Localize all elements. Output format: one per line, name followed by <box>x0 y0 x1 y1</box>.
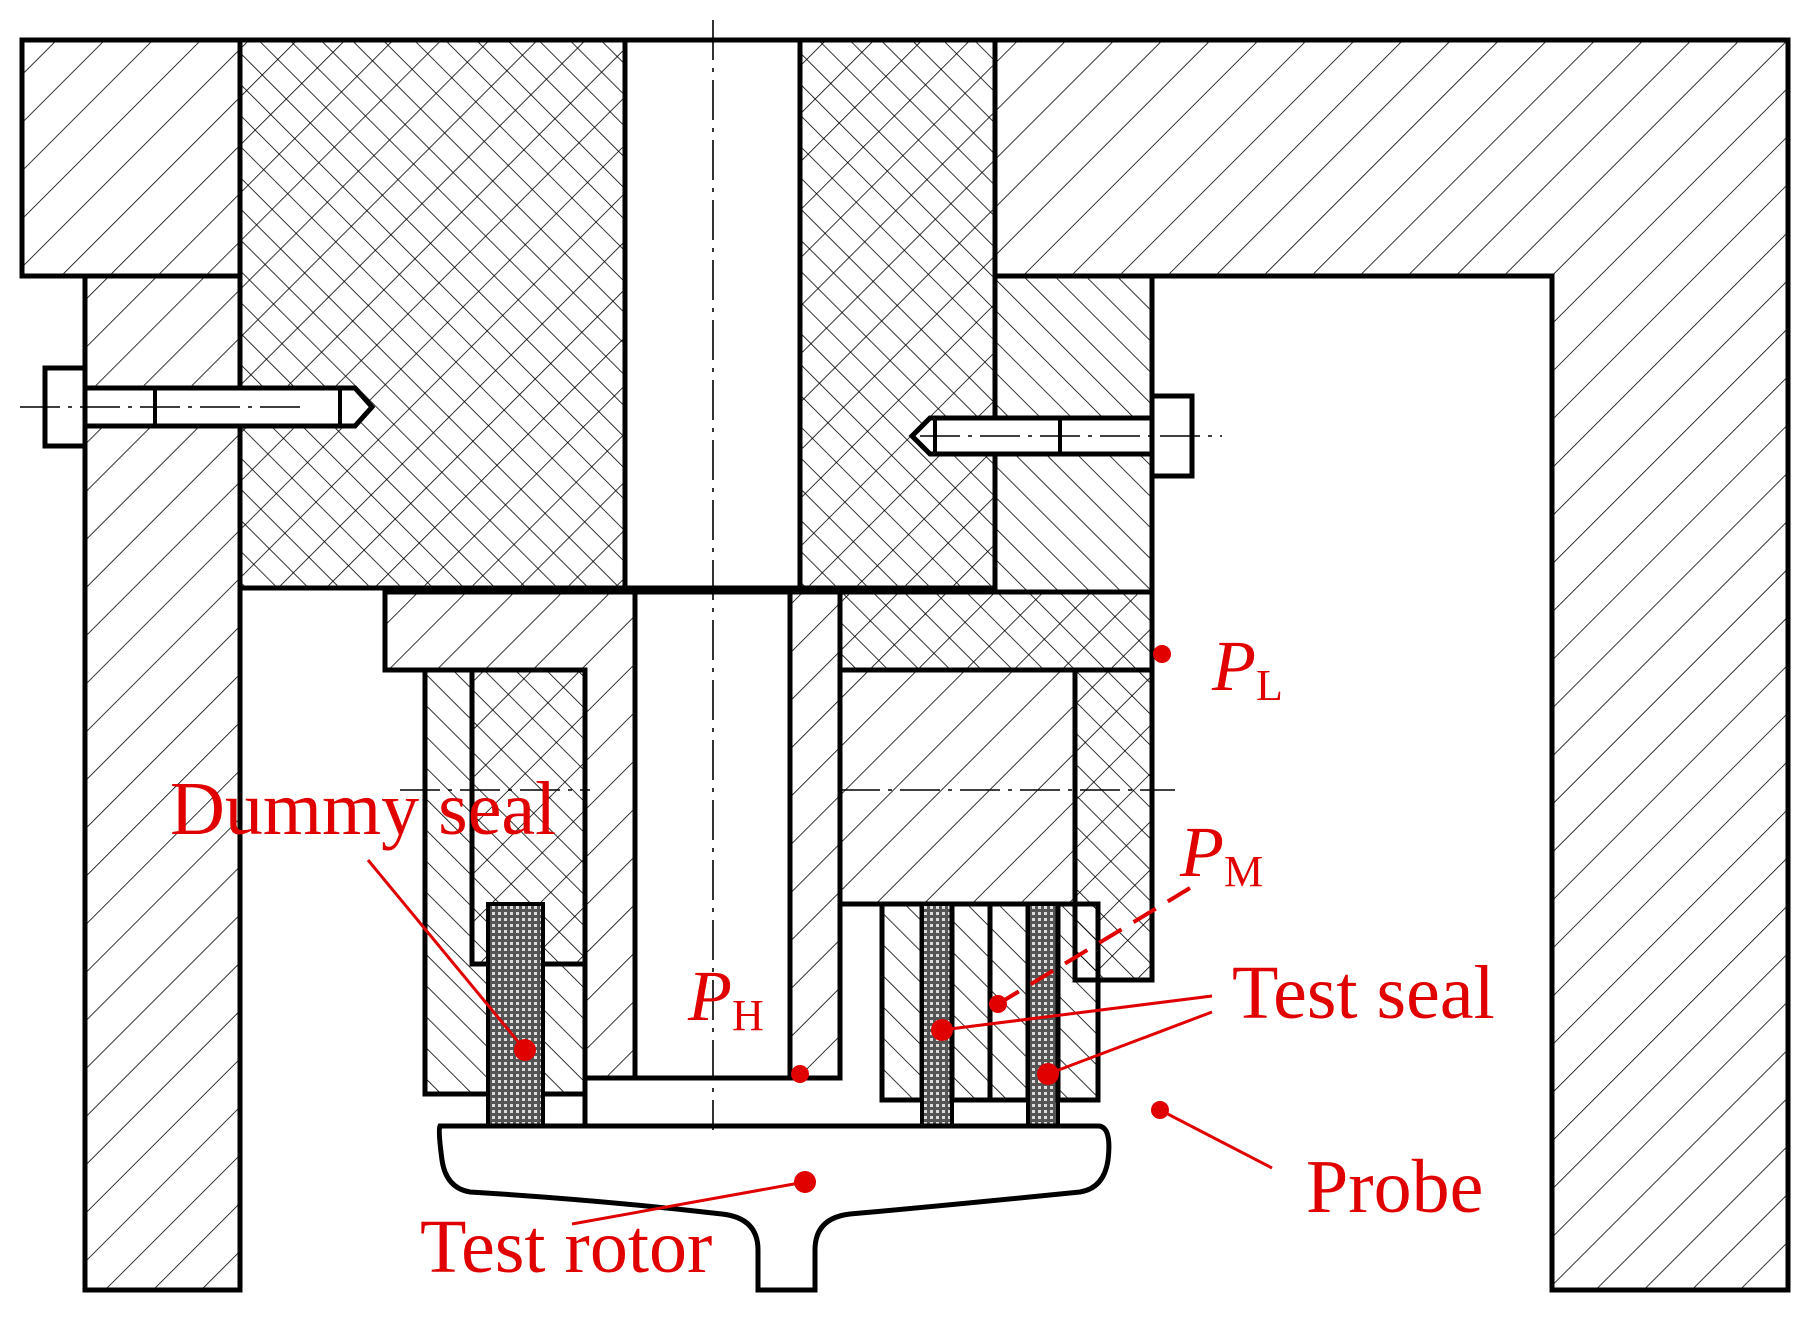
p-low-dot <box>1153 645 1171 663</box>
test-seal-ring-4 <box>1055 901 1101 1103</box>
test-seal-leader-2 <box>1047 1010 1213 1076</box>
p-low-label: PL <box>1211 626 1283 710</box>
p-high-subscript: H <box>732 991 764 1040</box>
test-rotor <box>436 1123 1112 1293</box>
probe-label: Probe <box>1306 1145 1483 1229</box>
probe-leader <box>1159 1108 1273 1170</box>
test-seal-leader-1 <box>941 994 1213 1032</box>
p-mid-symbol: P <box>1179 812 1224 892</box>
dummy-seal-leader <box>366 859 527 1051</box>
p-mid-subscript: M <box>1224 847 1263 896</box>
p-high-symbol: P <box>687 956 732 1036</box>
p-low-symbol: P <box>1211 626 1256 706</box>
upper-center-block-right <box>797 37 998 591</box>
test-seal-ring-2 <box>949 901 993 1103</box>
p-high-label: PH <box>687 956 764 1040</box>
test-seal-brush-2 <box>1026 902 1060 1128</box>
test-rotor-leader <box>571 1180 806 1226</box>
test-seal-brush-1 <box>920 902 954 1128</box>
p-high-dot <box>791 1065 809 1083</box>
test-rotor-label: Test rotor <box>420 1205 712 1289</box>
left-wall <box>82 273 243 1293</box>
upper-center-block <box>237 37 628 591</box>
p-low-subscript: L <box>1256 661 1283 710</box>
dummy-seal-label: Dummy seal <box>170 767 556 851</box>
test-seal-ring-1 <box>879 901 925 1103</box>
test-seal-label: Test seal <box>1232 951 1495 1035</box>
p-mid-label: PM <box>1179 812 1263 896</box>
